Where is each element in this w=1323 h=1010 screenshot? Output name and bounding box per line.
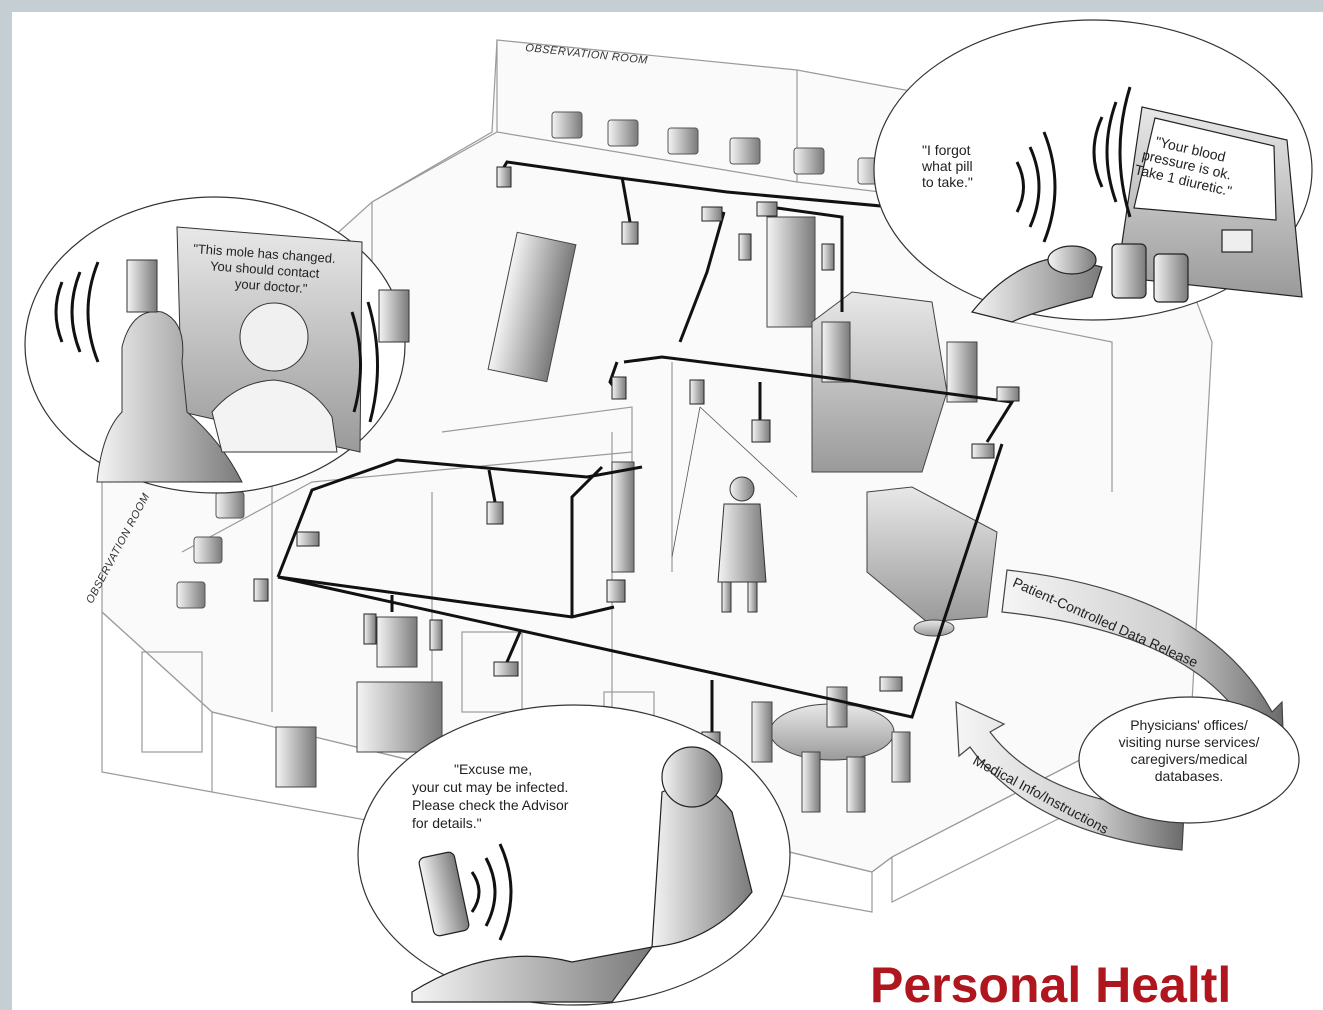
destination-line: Physicians' offices/ bbox=[1094, 717, 1284, 734]
advisor-message: "Excuse me, your cut may be infected. Pl… bbox=[412, 760, 568, 832]
destination-line: visiting nurse services/ bbox=[1094, 734, 1284, 751]
advisor-message-line: for details." bbox=[412, 814, 568, 832]
advisor-message-line: Please check the Advisor bbox=[412, 796, 568, 814]
advisor-message-line: your cut may be infected. bbox=[412, 778, 568, 796]
illustration-canvas: OBSERVATION ROOM OBSERVATION ROOM "This … bbox=[12, 12, 1323, 1010]
page-title: Personal Healtl bbox=[870, 956, 1231, 1010]
smart-home-diagram bbox=[12, 12, 1323, 1010]
mirror-message: "This mole has changed. You should conta… bbox=[190, 241, 336, 299]
pill-question-line: what pill bbox=[922, 158, 973, 174]
pill-question-line: to take." bbox=[922, 174, 973, 190]
pill-question: "I forgot what pill to take." bbox=[922, 142, 973, 190]
pill-question-line: "I forgot bbox=[922, 142, 973, 158]
destination-text: Physicians' offices/ visiting nurse serv… bbox=[1094, 717, 1284, 785]
destination-line: databases. bbox=[1094, 768, 1284, 785]
advisor-message-line: "Excuse me, bbox=[412, 760, 568, 778]
destination-line: caregivers/medical bbox=[1094, 751, 1284, 768]
